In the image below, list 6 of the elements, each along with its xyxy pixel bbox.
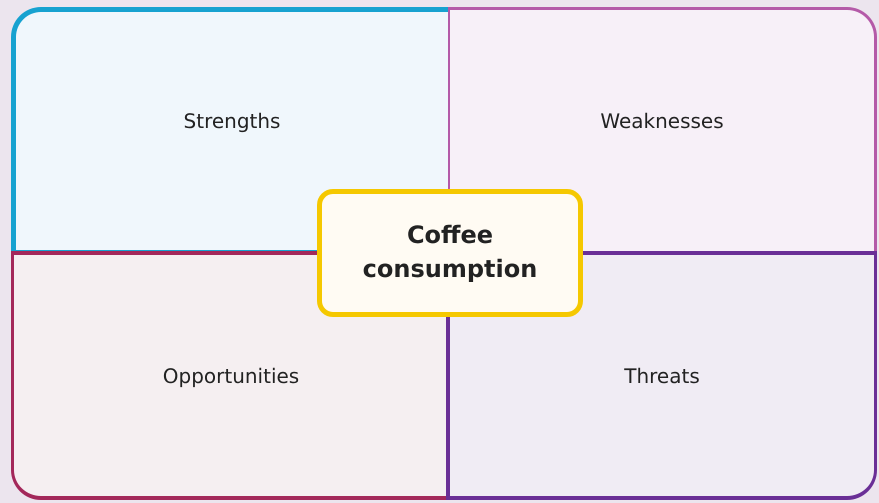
quadrant-heading: Weaknesses <box>600 109 724 133</box>
quadrant-heading: Opportunities <box>162 364 300 388</box>
topic-title: Coffee consumption <box>362 220 538 285</box>
quadrant-heading: Threats <box>624 364 700 388</box>
quadrant-heading: Strengths <box>184 109 280 133</box>
topic-box <box>317 189 583 317</box>
